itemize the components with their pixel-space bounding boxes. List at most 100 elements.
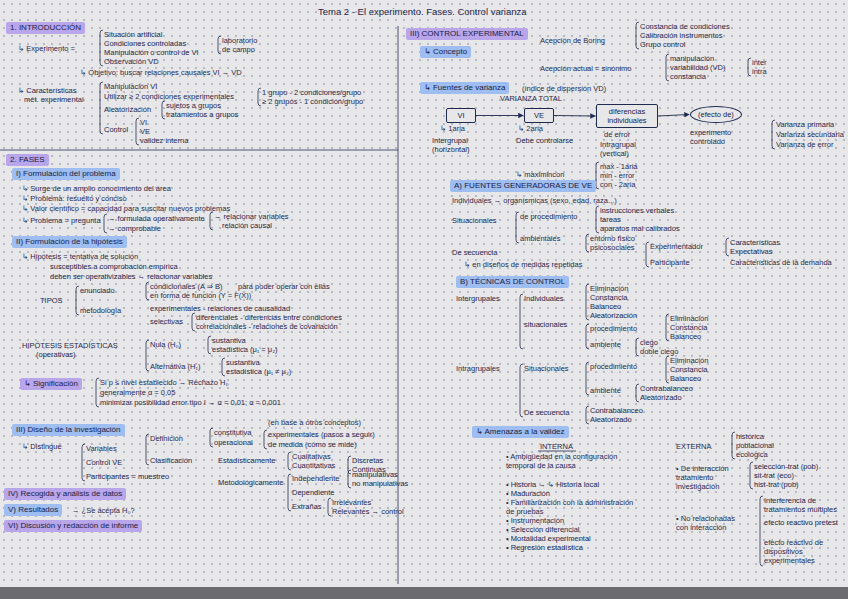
note-text: VARIANZA TOTAL [500, 94, 562, 103]
bracket [586, 234, 589, 252]
heading-band: B) TÉCNICAS DE CONTROL [456, 276, 569, 288]
note-text: Dependiente [292, 488, 335, 497]
node-text: III) Diseño de la investigación [16, 425, 121, 434]
note-text: → formulada operativamente [108, 214, 205, 223]
note-text: Experimentador [650, 242, 703, 251]
bracket [208, 336, 211, 354]
bracket [586, 362, 589, 395]
note-text: 1 grupo - 2 condiciones/grupo [262, 88, 361, 97]
note-text: • Maduración [506, 489, 550, 498]
note-text: Varianza de error [776, 140, 833, 149]
note-text: tratamientos a grupos [166, 110, 239, 119]
note-text: metodología [80, 306, 121, 315]
note-text: ciego [640, 338, 658, 347]
note-text: ↳ maximincon [516, 170, 564, 179]
note-text: ≥ 2 grupos - 1 condición/grupo [262, 97, 363, 106]
bracket [82, 444, 85, 481]
bracket [520, 294, 523, 349]
heading-band: 2. FASES [6, 154, 49, 166]
note-text: • No relacionadas con interacción [676, 514, 748, 532]
bracket [146, 282, 149, 300]
note-text: (índice de dispersión VD) [522, 84, 606, 93]
note-text: experimento controlado [690, 128, 752, 146]
note-text: Control VE [86, 458, 122, 467]
note-text: histórica [736, 432, 764, 441]
note-text: → relacionar variables [214, 212, 289, 221]
note-text: Manipulación o control de VI [104, 48, 199, 57]
note-text: → ¿Se acepta H₀? [72, 506, 135, 515]
note-text: EXTERNA [676, 442, 711, 451]
note-text: Aleatorizado [640, 393, 682, 402]
node-text: IV) Recogida y análisis de datos [8, 489, 122, 498]
note-text: susceptibles a comprobación empírica [50, 262, 178, 271]
note-text: De secuencia [452, 248, 497, 257]
bracket [666, 54, 669, 81]
bracket [760, 496, 763, 566]
note-text: Extrañas [292, 502, 322, 511]
note-text: → comprobable [108, 224, 161, 233]
bracket [586, 406, 589, 424]
note-text: Variables [86, 444, 117, 453]
note-text: de medida (cómo se mide) [268, 440, 357, 449]
bracket [636, 384, 639, 402]
note-text: Contrabalanceo [640, 384, 693, 393]
note-text: experimentales - relaciones de causalida… [150, 304, 290, 313]
heading-band: VI) Discusión y redacción de informe [4, 520, 142, 532]
note-text: constancia [670, 72, 706, 81]
note-text: poblacional [736, 441, 774, 450]
note-text: Características [730, 238, 780, 247]
note-text: psicosociales [590, 243, 635, 252]
note-text: aparatos mal calibrados [600, 224, 680, 233]
note-text: Grupo control [640, 40, 685, 49]
note-text: Constancia [670, 365, 708, 374]
note-text: ↳ Problema: resuelto y conciso [22, 194, 127, 203]
note-text: no manipulativas [352, 479, 408, 488]
note-text: ecológica [736, 450, 768, 459]
bracket [146, 434, 149, 465]
note-text: Manipulación VI [104, 82, 157, 91]
note-text: Contrabalanceo [590, 406, 643, 415]
note-text: Intergrupales [456, 294, 500, 303]
bracket [666, 314, 669, 341]
note-text: ↳ en diseños de medidas repetidas [464, 260, 582, 269]
note-text: estadística (μ₁ = μ₂) [212, 345, 278, 354]
bracket [666, 356, 669, 383]
note-text: ↳ Distingue [22, 442, 62, 451]
bracket [596, 206, 599, 233]
note-text: Aleatorización [104, 105, 151, 114]
note-text: Metodológicamente [218, 478, 283, 487]
node-text: diferencias individuales [607, 107, 646, 125]
node-text: ↳ Fuentes de varianza [424, 83, 505, 92]
bracket [348, 470, 351, 488]
note-text: Acepción de Boring [540, 36, 605, 45]
note-text: doble ciego [640, 347, 678, 356]
note-text: Individuales [524, 294, 564, 303]
note-text: de campo [222, 45, 255, 54]
bracket [210, 428, 213, 447]
note-text: procedimiento [590, 362, 637, 371]
note-text: Cuantitativas [292, 461, 335, 470]
note-text: Intergrupal (horizontal) [432, 136, 492, 154]
note-text: efecto reactivo de dispositivos experime… [764, 538, 840, 565]
note-text: ambiente [590, 340, 621, 349]
note-text: ↳ 2aria [518, 124, 543, 133]
note-text: Expectativas [730, 247, 773, 256]
note-text: Situación artificial [104, 30, 162, 39]
note-text: ↳ Hipótesis = tentativa de solución [22, 252, 138, 261]
table-edge [0, 587, 848, 599]
bracket [162, 101, 165, 119]
note-text: Relevantes → control [332, 507, 404, 516]
bracket [288, 452, 291, 470]
note-text: condicionales (A ⇒ B) [150, 282, 223, 291]
note-text: Si p ≤ nivel establecido → Rechazo H₀ [100, 378, 229, 387]
note-text: max - 1aria [600, 162, 638, 171]
heading-band: 1. INTRODUCCIÓN [6, 22, 85, 34]
bracket [76, 286, 79, 315]
note-text: sujetos a grupos [166, 101, 221, 110]
bracket [288, 474, 291, 511]
bracket [516, 212, 519, 243]
node-text: ↳ Amenazas a la validez [476, 427, 565, 436]
bracket [750, 462, 753, 489]
bracket [96, 378, 99, 407]
note-text: min - error [600, 171, 635, 180]
